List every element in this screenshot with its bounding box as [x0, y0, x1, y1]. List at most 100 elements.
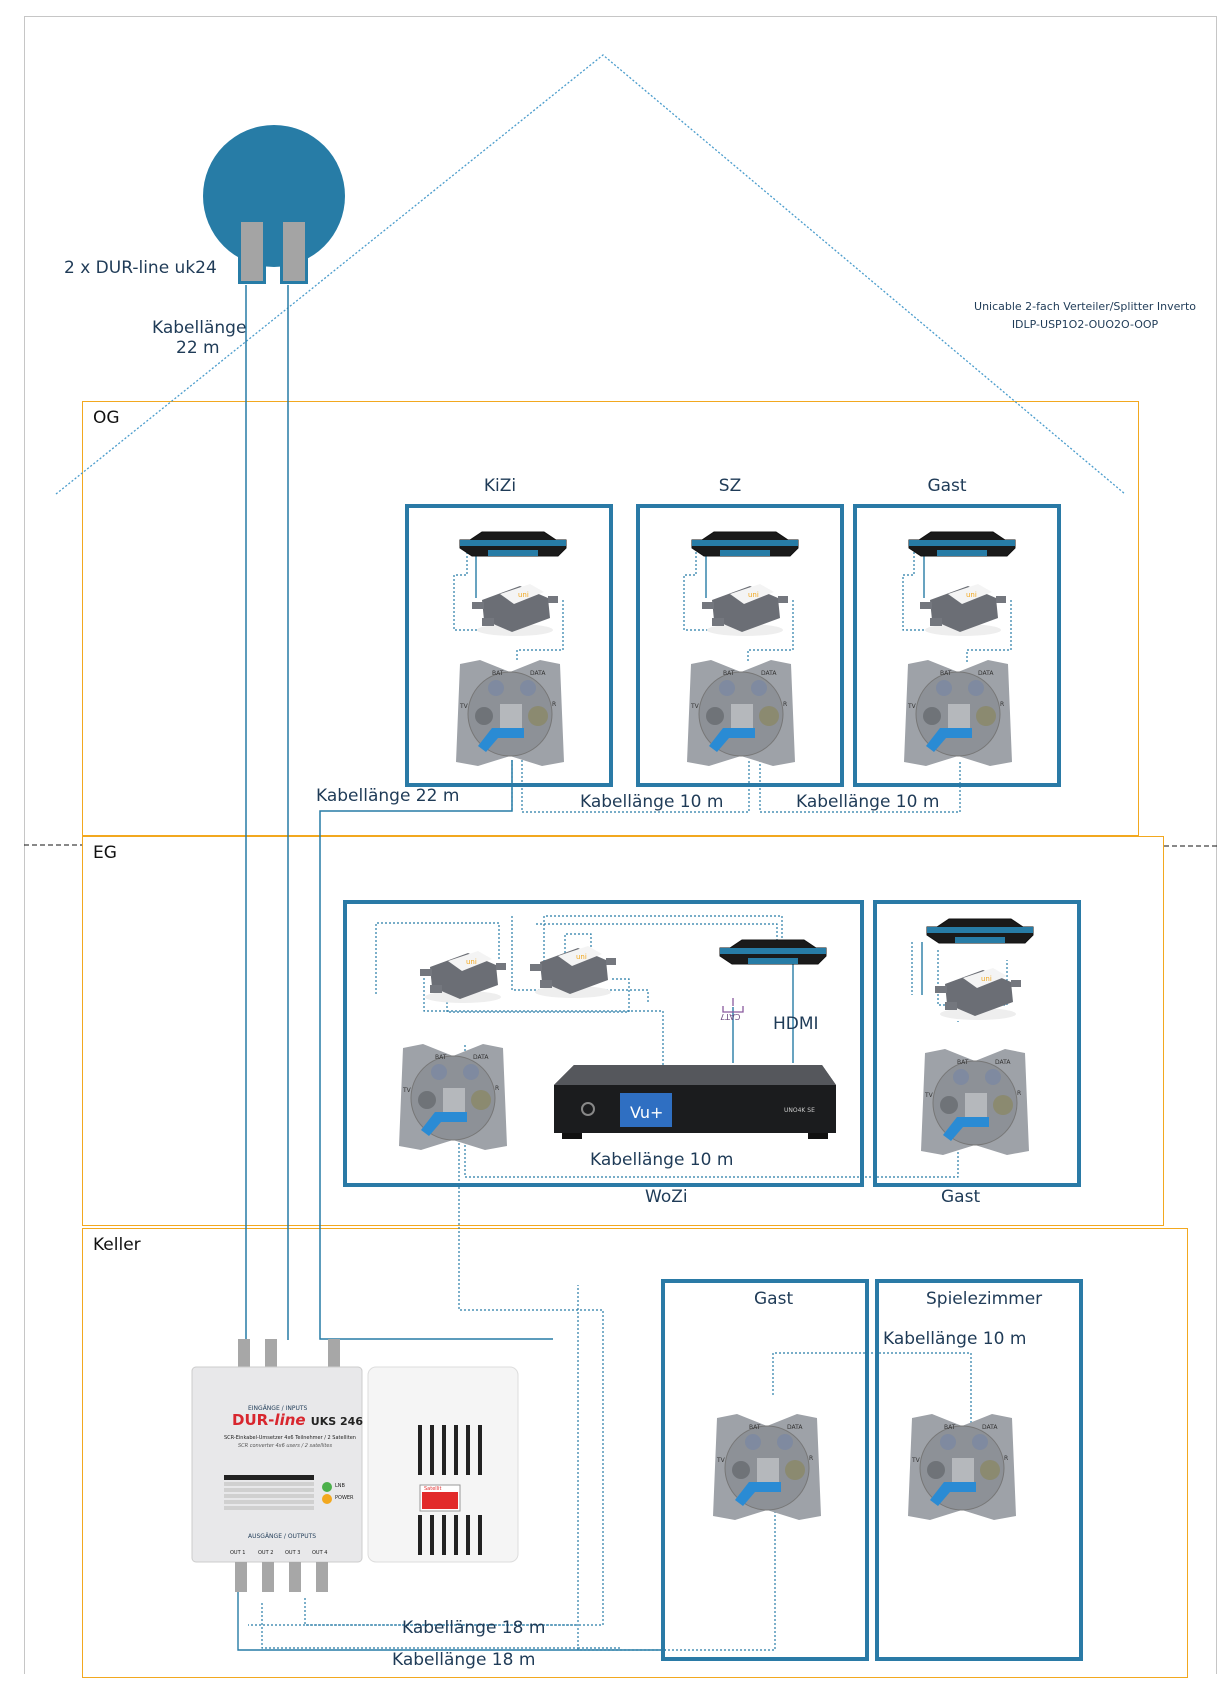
roof-outline: [55, 54, 1126, 495]
splitter-icon: uni: [420, 951, 506, 1003]
svg-text:uni: uni: [966, 591, 977, 599]
wall-socket-graphic: BAT DATA TV R: [921, 1049, 1029, 1155]
room-title-eg-wozi: WoZi: [645, 1187, 688, 1207]
keller-solid: [237, 1590, 666, 1651]
tv-icon: [908, 531, 1016, 557]
splitter-icon: uni: [920, 584, 1006, 636]
multiswitch-brand-a: DUR-: [232, 1411, 275, 1429]
multiswitch-model: UKS 246: [310, 1415, 363, 1428]
receiver-brand: Vu+: [630, 1103, 663, 1122]
svg-text:DATA: DATA: [995, 1059, 1011, 1066]
wall-socket-icon: BAT DATA TV R: [898, 658, 1018, 768]
svg-text:DATA: DATA: [787, 1424, 803, 1431]
multiswitch-out-1: OUT 1: [230, 1550, 246, 1556]
room-og-kizi: [405, 504, 613, 787]
multiswitch-subtitle-de: SCR-Einkabel-Umsetzer 4x6 Teilnehmer / 2…: [224, 1435, 356, 1441]
cable-label-keller-gast-spiel: Kabellänge 10 m: [883, 1329, 1027, 1349]
svg-text:BAT: BAT: [944, 1424, 956, 1431]
svg-text:R: R: [809, 1455, 813, 1462]
multiswitch-led-lnb: LNB: [335, 1483, 345, 1489]
cable-label-og-main: Kabellänge 22 m: [316, 786, 460, 806]
cable-label-og-kizi-sz: Kabellänge 10 m: [580, 792, 724, 812]
svg-text:uni: uni: [981, 975, 992, 983]
multiswitch-body: [191, 1339, 519, 1592]
wall-socket-graphic: BAT DATA TV R: [687, 660, 795, 766]
cable-label-keller-out3: Kabellänge 18 m: [402, 1618, 546, 1638]
wall-socket-icon: BAT DATA TV R: [707, 1412, 827, 1522]
lan-label: CAT7: [720, 1012, 741, 1021]
cable-label-og-sz-gast: Kabellänge 10 m: [796, 792, 940, 812]
multiswitch-out-3: OUT 3: [285, 1550, 301, 1556]
room-keller-gast: [661, 1279, 869, 1661]
tv-icon: [926, 918, 1034, 944]
tv-icon: [691, 531, 799, 557]
floor-og: OG: [82, 401, 1139, 836]
room-title-keller-gast: Gast: [754, 1289, 794, 1309]
splitter-note: Unicable 2-fach Verteiler/Splitter Inver…: [955, 298, 1215, 334]
wall-socket-graphic: BAT DATA TV R: [904, 660, 1012, 766]
dish-cable-label-line1: Kabellänge: [152, 318, 247, 338]
keller-links: [261, 1285, 972, 1651]
wall-socket-icon: BAT DATA TV R: [393, 1042, 513, 1152]
room-og-sz: [636, 504, 844, 787]
floor-label-eg: EG: [93, 843, 117, 863]
receiver-icon: Vu+ UNO4K SE: [554, 1065, 836, 1139]
svg-text:BAT: BAT: [940, 670, 952, 677]
satellite-dish-icon: [203, 125, 345, 267]
receiver-model: UNO4K SE: [784, 1107, 815, 1114]
splitter-icon: uni: [530, 946, 616, 998]
room-title-keller-spielezimmer: Spielezimmer: [926, 1289, 1043, 1309]
multiswitch-out-2: OUT 2: [258, 1550, 274, 1556]
og-room-links: [453, 548, 1012, 662]
room-title-eg-gast: Gast: [941, 1187, 981, 1207]
multiswitch-subtitle-en: SCR converter 4x6 users / 2 satellites: [238, 1443, 333, 1449]
svg-text:uni: uni: [748, 591, 759, 599]
room-title-og-sz: SZ: [718, 476, 742, 496]
room-eg-gast: [873, 900, 1081, 1187]
lnb-2-icon: [280, 222, 308, 284]
svg-text:BAT: BAT: [723, 670, 735, 677]
splitter-icon: uni: [472, 584, 558, 636]
splitter-note-line1: Unicable 2-fach Verteiler/Splitter Inver…: [974, 300, 1196, 313]
svg-text:DATA: DATA: [978, 670, 994, 677]
splitter-note-line2: IDLP-USP1O2-OUO2O-OOP: [1011, 318, 1159, 331]
svg-text:BAT: BAT: [957, 1059, 969, 1066]
multiswitch-inputs-label: EINGÄNGE / INPUTS: [248, 1405, 308, 1412]
svg-text:R: R: [1004, 1455, 1008, 1462]
dish-cable-label-line2: 22 m: [176, 338, 220, 358]
multiswitch-out-4: OUT 4: [312, 1550, 328, 1556]
tv-icon: [719, 939, 827, 965]
floor-keller: Keller: [82, 1228, 1188, 1678]
wall-socket-icon: BAT DATA TV R: [902, 1412, 1022, 1522]
wall-socket-icon: BAT DATA TV R: [450, 658, 570, 768]
svg-text:DATA: DATA: [530, 670, 546, 677]
svg-text:uni: uni: [518, 591, 529, 599]
room-og-gast: [853, 504, 1061, 787]
wall-socket-graphic: BAT DATA TV R: [713, 1414, 821, 1520]
cable-label-eg-wozi-gast: Kabellänge 10 m: [590, 1150, 734, 1170]
floor-eg: EG: [82, 836, 1164, 1226]
svg-text:BAT: BAT: [749, 1424, 761, 1431]
multiswitch-badge: Satellit: [424, 1486, 442, 1492]
splitter-icon: uni: [702, 584, 788, 636]
lnb-1-icon: [238, 222, 266, 284]
lan-connector-icon: [722, 998, 744, 1013]
room-eg-wozi: [343, 900, 864, 1187]
svg-text:DATA: DATA: [982, 1424, 998, 1431]
room-title-og-gast: Gast: [927, 476, 967, 496]
svg-text:R: R: [783, 701, 787, 708]
wall-socket-graphic: BAT DATA TV R: [908, 1414, 1016, 1520]
svg-text:R: R: [552, 701, 556, 708]
wall-socket-graphic: BAT DATA TV R: [456, 660, 564, 766]
svg-text:TV: TV: [690, 703, 700, 710]
dish-label: 2 x DUR-line uk24: [64, 258, 217, 278]
svg-text:R: R: [1000, 701, 1004, 708]
svg-text:DATA: DATA: [761, 670, 777, 677]
wall-socket-icon: BAT DATA TV R: [915, 1047, 1035, 1157]
svg-text:R: R: [1017, 1090, 1021, 1097]
wall-socket-icon: BAT DATA TV R: [681, 658, 801, 768]
multiswitch-brand-b: line: [274, 1411, 306, 1429]
multiswitch-led-power: POWER: [335, 1495, 354, 1501]
floor-label-keller: Keller: [93, 1235, 141, 1255]
